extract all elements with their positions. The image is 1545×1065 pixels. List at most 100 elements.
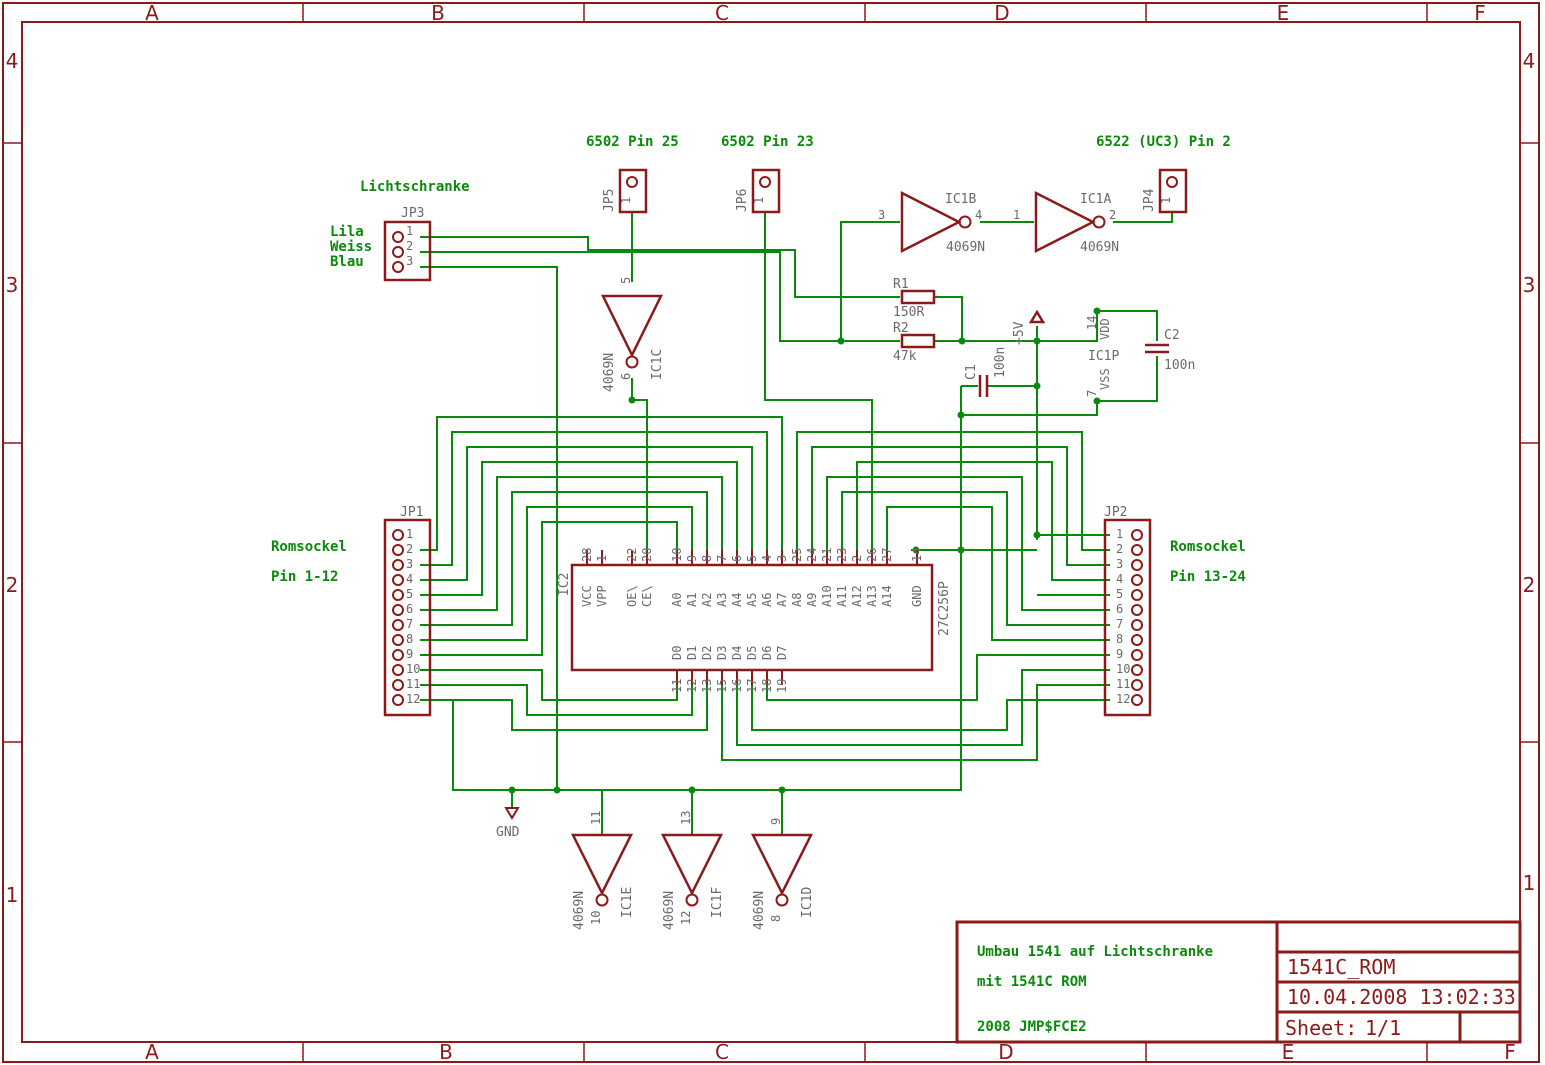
ic2-top-pin-name: GND [910,585,924,607]
ic2-top-pin-number: 7 [715,555,729,562]
jp1-pin-number: 1 [406,527,413,541]
vss-label: VSS [1098,368,1112,390]
vdd-label: VDD [1098,318,1112,340]
ic2-top-pin-name: CE\ [640,585,654,607]
resistor-r2: R2 47k [893,321,936,364]
jp2-pin-number: 10 [1116,662,1130,676]
ic2-top-pin-name: A9 [805,593,819,607]
wire-net [420,212,1173,835]
jp2-pin-number: 9 [1116,647,1123,661]
ic2-bottom-pin-number: 16 [730,679,744,693]
ic2-top-pin-number: 9 [685,555,699,562]
ic1e-label: IC1E [620,887,635,918]
ic2-label: IC2 [557,573,572,596]
jp2-pin-circle [1131,649,1143,661]
sheet-value: 1/1 [1365,1016,1401,1040]
jp2-pin-circle [1131,559,1143,571]
ic1d-label: IC1D [800,887,815,918]
jp2-pin-number: 3 [1116,557,1123,571]
ic1f-pin-out: 12 [679,911,693,925]
ic1e-pin-in: 11 [589,811,603,825]
ic2-bottom-pin-number: 17 [745,679,759,693]
connector-jp3: JP3 1 2 3 [383,206,432,282]
col-label-b: B [431,1,445,25]
vcc-label: +5V [1012,321,1027,345]
ic1c-pin-in: 5 [619,277,633,284]
ic1b-pin-out: 4 [975,208,982,222]
jp1-label: JP1 [400,505,423,520]
jp6-label: JP6 [735,189,750,212]
ic2-top-pin-number: 23 [835,548,849,562]
ic2-top-pin-name: A2 [700,593,714,607]
ic1b-label: IC1B [945,192,976,207]
ic2-bottom-pin-name: D2 [700,646,714,660]
col-label-e: E [1277,1,1290,25]
ic1b-value: 4069N [946,240,985,255]
ic1a-pin-out: 2 [1109,208,1116,222]
ic2-top-pin-number: 14 [910,548,924,562]
inverter-ic1d: 9 8 4069N IC1D [750,818,815,930]
ic2-top-pin-number: 8 [700,555,714,562]
c1-value: 100n [993,347,1008,378]
jp1-pin-number: 3 [406,557,413,571]
jp1-pin-circle [392,664,404,676]
col-label-c: C [715,1,729,25]
col-label-b-bottom: B [439,1040,453,1064]
connector-jp6: JP6 1 [735,168,781,214]
pins-right-label: Pin 13-24 [1170,569,1246,585]
jp1-pin-circle [392,604,404,616]
row-label-3: 3 [6,273,19,297]
sheet-label: Sheet: [1285,1016,1357,1040]
connector-jp4: JP4 1 [1142,168,1188,214]
connector-jp5: JP5 1 [602,168,648,214]
jp3-pin-3: 3 [406,254,413,268]
jp4-pin-1: 1 [1159,197,1173,204]
jp1-pin-number: 5 [406,587,413,601]
col-label-f-bottom: F [1504,1040,1516,1064]
weiss-label: Weiss [330,239,372,255]
jp2-pin-number: 1 [1116,527,1123,541]
inverter-ic1c: 5 6 4069N IC1C [600,277,665,392]
ic2-value: 27C256P [937,581,952,636]
jp1-pin-number: 8 [406,632,413,646]
ic1p-power: IC1P 14 7 VDD VSS [1085,316,1119,397]
lichtschranke-label: Lichtschranke [360,179,470,195]
jp1-pin-circle [392,679,404,691]
ic1c-label: IC1C [650,349,665,380]
junction-dots [508,307,1101,794]
ic2-top-pin-name: A1 [685,593,699,607]
jp1-pin-circle [392,649,404,661]
ic2-top-pin-number: 1 [595,555,609,562]
jp2-pin-circle [1131,544,1143,556]
jp1-pin-circle [392,589,404,601]
ic2-top-pin-number: 22 [625,548,639,562]
ic2-top-pin-number: 21 [820,548,834,562]
lila-label: Lila [330,224,364,240]
ic2-top-pin-name: A10 [820,585,834,607]
capacitor-c2: C2 100n [1145,328,1195,373]
drawing-name: 1541C_ROM [1287,955,1395,979]
jp1-pin-circle [392,559,404,571]
title-line-1: Umbau 1541 auf Lichtschranke [977,944,1213,960]
jp4-net-label: 6522 (UC3) Pin 2 [1096,134,1231,150]
ic1c-pin-out: 6 [619,373,633,380]
jp2-pin-number: 5 [1116,587,1123,601]
ic2-bottom-pin-name: D7 [775,646,789,660]
jp2-pin-circle [1131,679,1143,691]
ic1f-pin-in: 13 [679,811,693,825]
ic2-top-pin-number: 26 [865,548,879,562]
c2-label: C2 [1164,328,1180,343]
ic2-bottom-pin-number: 13 [700,679,714,693]
jp3-pin-1: 1 [406,224,413,238]
jp2-pin-circle [1131,529,1143,541]
col-label-a: A [145,1,159,25]
ic2-top-pin-name: VCC [580,585,594,607]
ground-symbol: GND [496,807,520,840]
c1-label: C1 [964,364,979,380]
r2-label: R2 [893,321,909,336]
romsockel-right-label: Romsockel [1170,539,1246,555]
jp1-pin-number: 9 [406,647,413,661]
ic1e-pin-out: 10 [589,911,603,925]
